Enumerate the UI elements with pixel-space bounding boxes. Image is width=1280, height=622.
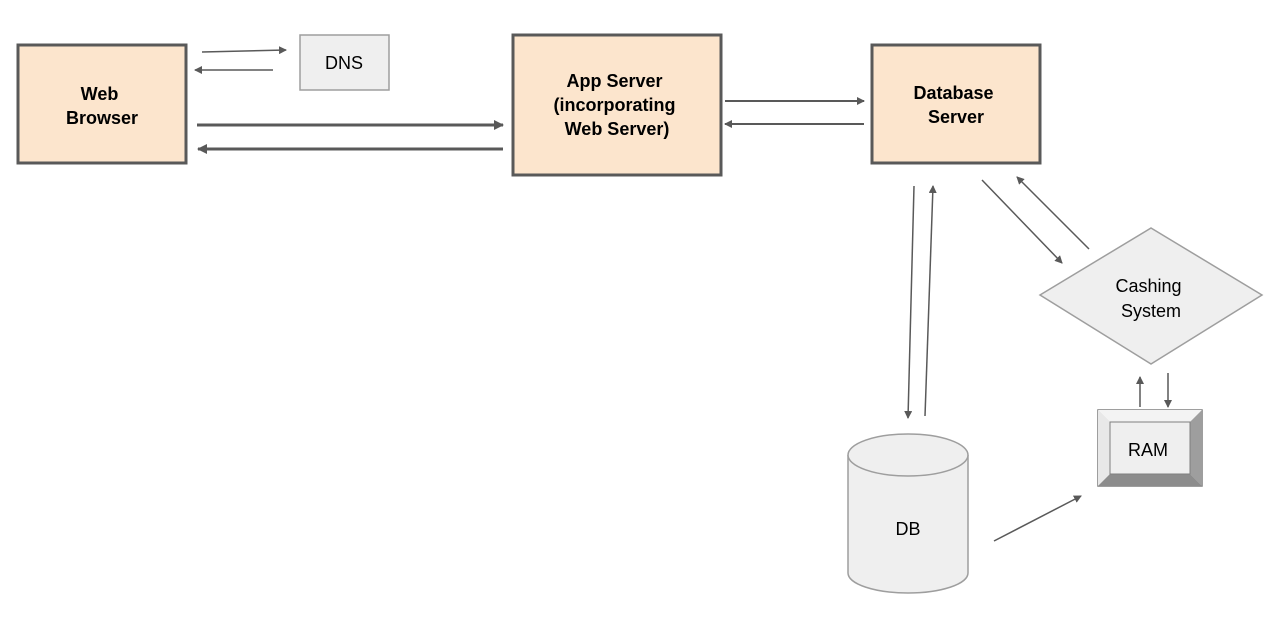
arrow-cache-to-dbserver xyxy=(1016,176,1090,250)
arrow-db-to-ram xyxy=(993,495,1082,542)
dns-label: DNS xyxy=(325,53,363,73)
database-server-node: Database Server xyxy=(870,43,1042,165)
arrow-browser-to-dns xyxy=(201,46,287,55)
arrow-db-to-dbserver xyxy=(924,185,937,417)
db-label: DB xyxy=(895,519,920,539)
db-node: DB xyxy=(847,433,969,594)
app-server-label: App Server (incorporating Web Server) xyxy=(553,71,680,139)
connector-arrows xyxy=(194,46,1172,542)
arrow-dbserver-to-db xyxy=(904,185,915,419)
ram-label: RAM xyxy=(1128,440,1168,460)
arrow-dbserver-to-cache xyxy=(981,179,1063,264)
app-server-node: App Server (incorporating Web Server) xyxy=(511,33,723,177)
dns-node: DNS xyxy=(299,34,390,91)
database-server-label: Database Server xyxy=(913,83,998,127)
ram-node: RAM xyxy=(1097,409,1203,487)
caching-system-node: Cashing System xyxy=(1038,227,1264,365)
caching-system-label: Cashing System xyxy=(1115,276,1186,321)
web-browser-label: Web Browser xyxy=(66,84,138,128)
web-browser-node: Web Browser xyxy=(16,43,188,165)
